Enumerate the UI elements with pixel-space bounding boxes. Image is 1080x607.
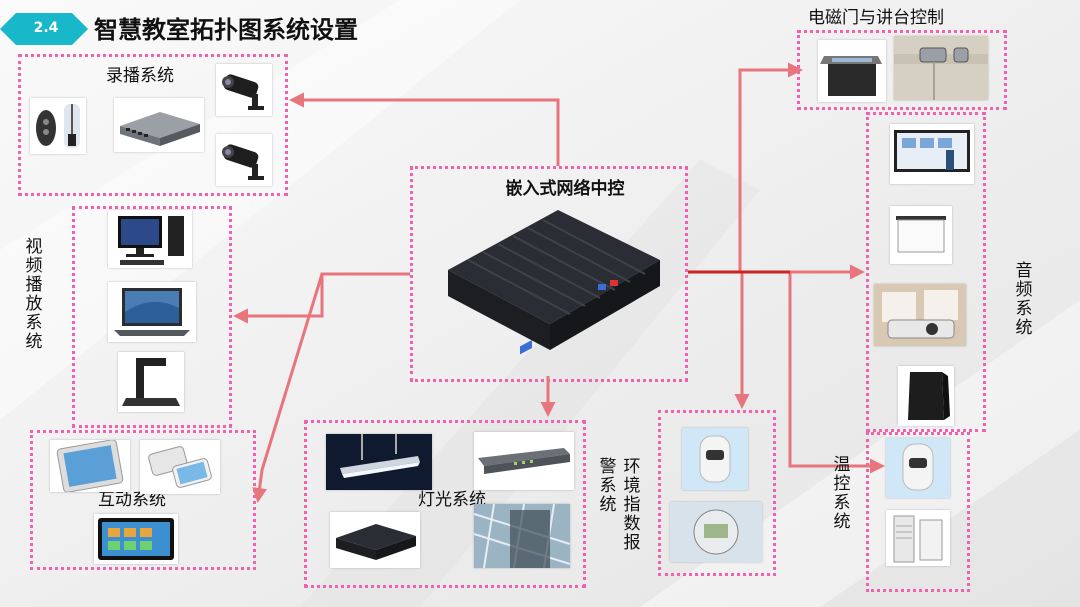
audio-system-box: [866, 112, 986, 432]
remote-lanyard-image: [30, 98, 86, 154]
desktop-pc-image: [108, 210, 192, 268]
camera-image-2: [216, 134, 272, 186]
label-env-alarm-b: 警系统: [599, 457, 617, 515]
podium-image: [818, 40, 886, 102]
arrow-to-temperature: [788, 272, 885, 474]
section-badge: [0, 13, 88, 45]
lighting-system-box: [304, 420, 586, 588]
arrow-to-recording: [289, 92, 560, 166]
smart-board-image: [890, 124, 974, 184]
label-env-alarm-a: 环境指数报: [623, 457, 641, 553]
door-lock-image: [894, 36, 988, 100]
label-video-playback: 视频播放系统: [25, 237, 43, 352]
laptop-image: [108, 282, 196, 342]
label-door-podium: 电磁门与讲台控制: [808, 8, 944, 28]
arrow-to-interactive: [252, 273, 324, 503]
ceiling-grid-image: [474, 504, 570, 568]
projection-screen-image: [890, 206, 952, 264]
camera-image-1: [216, 64, 272, 116]
projector-image: [874, 284, 966, 346]
video-playback-box: [72, 206, 232, 428]
temperature-sensor-image: [886, 438, 950, 498]
env-alarm-box: [658, 410, 776, 576]
label-temperature: 温控系统: [833, 455, 851, 532]
phones-image: [140, 440, 220, 494]
recording-system-box: [18, 54, 288, 196]
embedded-controller-image: [448, 210, 660, 355]
label-lighting: 灯光系统: [418, 490, 486, 510]
arrow-to-video: [233, 272, 410, 324]
page-title: 智慧教室拓扑图系统设置: [94, 16, 358, 44]
env-meter-image: [670, 502, 762, 562]
env-sensor-image: [682, 428, 748, 490]
temperature-box: [866, 432, 970, 592]
label-recording: 录播系统: [106, 66, 174, 86]
air-conditioner-image: [886, 510, 950, 566]
interactive-display-image: [94, 514, 178, 564]
speaker-image: [898, 366, 954, 426]
arrow-to-door: [738, 62, 803, 272]
ceiling-lamp-image: [326, 434, 432, 490]
recorder-box-image: [114, 98, 204, 152]
light-controller-box-image: [330, 512, 420, 568]
hub-title: 嵌入式网络中控: [505, 179, 625, 199]
label-interactive: 互动系统: [98, 490, 166, 510]
tablet-image: [50, 440, 130, 492]
document-camera-image: [118, 352, 184, 412]
label-audio: 音频系统: [1015, 261, 1033, 338]
light-controller-rack-image: [474, 432, 574, 490]
section-number: 2.4: [33, 20, 59, 36]
